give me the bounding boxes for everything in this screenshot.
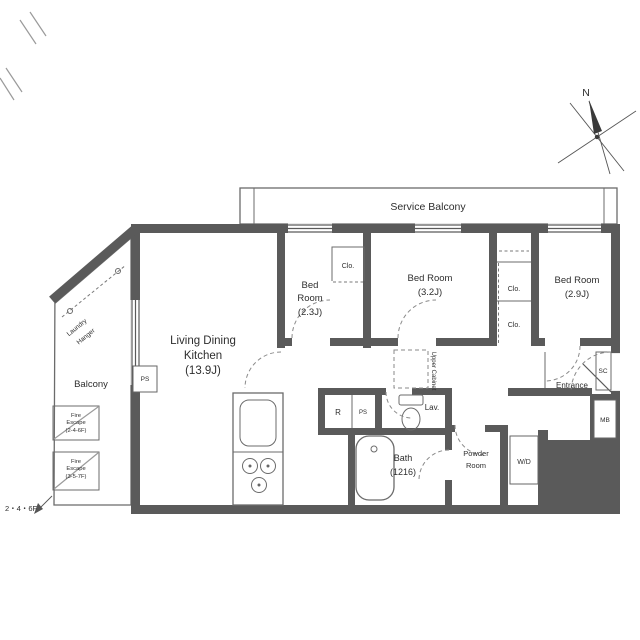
shoe-closet-box xyxy=(595,351,612,391)
fire-escape-upper-label: Escape xyxy=(66,420,85,426)
fire-escape-lower-floors: (3-5-7F) xyxy=(66,474,87,480)
ldk-size: (13.9J) xyxy=(185,365,221,377)
bath-door-arc xyxy=(418,449,450,481)
entrance-door-arc xyxy=(570,351,612,393)
compass xyxy=(557,100,637,175)
fire-escape-upper-label: Fire xyxy=(71,413,81,419)
stove-burner xyxy=(242,458,258,474)
bedroom3-label: Bed Room xyxy=(555,275,600,286)
floor-note-label: 2・4・6F xyxy=(5,504,38,513)
powder-room-label: Room xyxy=(466,461,486,470)
kitchen-counter xyxy=(232,392,284,506)
bedroom2-door-arc xyxy=(397,299,437,339)
refrigerator-label: R xyxy=(335,408,341,417)
fire-escape-hatch-lower xyxy=(52,451,100,491)
wall-break-marks xyxy=(0,11,47,101)
ldk-label: Kitchen xyxy=(184,350,222,362)
escape-direction-arrow xyxy=(34,495,53,514)
powder-room-label: Powder xyxy=(463,449,489,458)
ldk-door-arc xyxy=(244,351,282,389)
bathtub xyxy=(355,435,395,501)
closet-upper-label: Clo. xyxy=(508,286,521,293)
lavatory-door-arc xyxy=(385,391,413,419)
fire-escape-lower-label: Fire xyxy=(71,459,81,465)
bedroom2-size: (3.2J) xyxy=(418,287,442,298)
compass-needle xyxy=(589,100,602,134)
balcony-label: Balcony xyxy=(74,379,108,390)
closet-column-outline xyxy=(497,250,531,344)
pipe-space-2-label: PS xyxy=(141,376,150,383)
toilet xyxy=(398,394,424,431)
upper-cabinet-label: Upper Cabinet xyxy=(430,352,436,391)
bedroom2-label: Bed Room xyxy=(408,273,453,284)
bedroom1-size: (2.3J) xyxy=(298,307,322,318)
shoe-closet-label: SC xyxy=(598,368,607,375)
bath-size: (1216) xyxy=(390,467,416,477)
balcony-outline xyxy=(53,236,132,506)
upper-cabinet-outline xyxy=(393,349,429,389)
fire-escape-hatch-upper xyxy=(52,405,100,441)
bedroom1-label: Room xyxy=(297,293,322,304)
stove-burner xyxy=(260,458,276,474)
bedroom1-label: Bed xyxy=(302,280,319,291)
bedroom3-size: (2.9J) xyxy=(565,289,589,300)
closet-bedroom1-outline xyxy=(331,246,365,283)
bath-label: Bath xyxy=(394,453,413,463)
service-balcony-label: Service Balcony xyxy=(390,201,466,213)
meter-box-label: MB xyxy=(600,417,610,424)
entrance-door xyxy=(582,351,621,393)
diagonal-wall xyxy=(49,224,139,304)
washer-dryer-label: W/D xyxy=(517,459,531,466)
stove-burner xyxy=(251,477,267,493)
fire-escape-lower-label: Escape xyxy=(66,466,85,472)
pipe-space-box xyxy=(132,365,158,393)
pipe-space-1-label: PS xyxy=(359,410,367,416)
washer-dryer-box xyxy=(509,435,539,485)
closet-lower-label: Clo. xyxy=(508,322,521,329)
ldk-label: Living Dining xyxy=(170,335,236,347)
door-arcs xyxy=(244,299,612,481)
laundry-hanger-symbol xyxy=(61,264,127,318)
powder-door-arc xyxy=(454,424,486,456)
entrance-label: Entrance xyxy=(556,381,589,390)
lavatory-label: Lav. xyxy=(425,403,440,412)
sink xyxy=(239,399,277,447)
closet-bedroom1-label: Clo. xyxy=(342,263,355,270)
fire-escape-upper-floors: (2-4-6F) xyxy=(66,428,87,434)
meter-box xyxy=(593,399,617,439)
compass-north-label: N xyxy=(582,87,590,99)
bedroom1-door-arc xyxy=(291,299,331,339)
